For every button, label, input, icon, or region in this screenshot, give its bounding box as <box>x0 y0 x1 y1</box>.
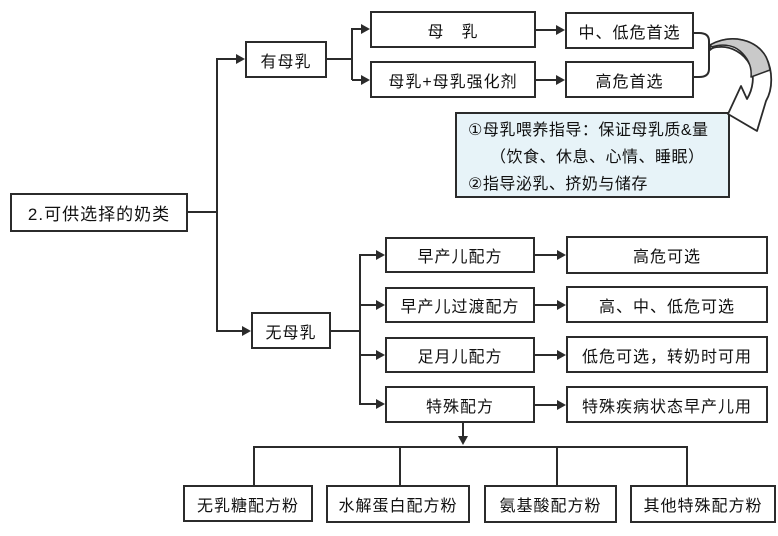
connector-special-down <box>462 423 464 437</box>
arrowhead-preterm-transition-icon <box>376 300 385 310</box>
connector-to-no-milk <box>217 330 242 332</box>
arrowhead-has-milk-icon <box>236 54 245 64</box>
connector-to-special <box>359 403 377 405</box>
connector-drop-hydrolyzed <box>399 446 401 485</box>
arrowhead-down-icon <box>458 436 468 445</box>
arrowhead-high-first-icon <box>556 75 565 85</box>
special-formula-box: 特殊配方 <box>385 386 535 423</box>
connector-fanout-bar <box>253 446 688 448</box>
high-risk-optional-box: 高危可选 <box>566 236 768 274</box>
arrowhead-all-risk-icon <box>557 300 566 310</box>
curved-arrow-band <box>709 38 771 78</box>
arrowhead-special-icon <box>376 399 385 409</box>
term-formula-box: 足月儿配方 <box>385 337 535 373</box>
connector-drop-amino-acid <box>556 446 558 485</box>
connector-breastmilk-result <box>536 29 557 31</box>
note-line-3: ②指导泌乳、挤奶与储存 <box>468 176 648 193</box>
bracket-shape <box>694 32 710 78</box>
connector-branch-trunk <box>216 58 218 332</box>
arrowhead-special-disease-icon <box>557 400 566 410</box>
connector-to-term <box>359 354 377 356</box>
note-line-1: ①母乳喂养指导：保证母乳质&量 <box>468 122 709 139</box>
connector-preterm-transition-result <box>535 304 558 306</box>
connector-special-result <box>535 404 558 406</box>
note-line-2: （饮食、休息、心情、睡眠） <box>490 149 705 166</box>
connector-no-milk-out <box>331 330 360 332</box>
root-box: 2.可供选择的奶类 <box>10 193 188 232</box>
connector-drop-other-special <box>686 446 688 485</box>
all-risk-optional-box: 高、中、低危可选 <box>566 286 768 323</box>
preterm-transition-formula-box: 早产儿过渡配方 <box>385 287 535 323</box>
curved-arrow-icon <box>694 32 773 132</box>
connector-term-result <box>535 354 558 356</box>
arrowhead-high-optional-icon <box>557 250 566 260</box>
lactose-free-formula-box: 无乳糖配方粉 <box>183 485 313 522</box>
mid-low-risk-first-choice-box: 中、低危首选 <box>565 12 694 49</box>
no-breastmilk-box: 无母乳 <box>251 312 331 349</box>
amino-acid-formula-box: 氨基酸配方粉 <box>484 485 617 523</box>
arrowhead-mid-low-first-icon <box>556 25 565 35</box>
arrowhead-breastmilk-icon <box>361 24 370 34</box>
connector-root-out <box>188 211 217 213</box>
arrowhead-fortifier-icon <box>361 75 370 85</box>
preterm-formula-box: 早产儿配方 <box>385 237 535 273</box>
connector-to-breastmilk <box>352 28 362 30</box>
connector-to-preterm <box>359 254 377 256</box>
breastmilk-fortifier-box: 母乳+母乳强化剂 <box>370 61 536 98</box>
arrowhead-preterm-icon <box>376 250 385 260</box>
arrowhead-term-icon <box>376 350 385 360</box>
connector-preterm-result <box>535 254 558 256</box>
breastmilk-box: 母 乳 <box>370 11 536 48</box>
connector-to-has-milk <box>217 58 237 60</box>
connector-to-fortifier <box>352 79 362 81</box>
connector-drop-lactose-free <box>253 446 255 485</box>
arrowhead-low-risk-icon <box>557 350 566 360</box>
connector-has-milk-trunk <box>351 28 353 80</box>
connector-fortifier-result <box>536 79 557 81</box>
arrowhead-no-milk-icon <box>242 326 251 336</box>
high-risk-first-choice-box: 高危首选 <box>565 61 694 98</box>
other-special-formula-box: 其他特殊配方粉 <box>630 485 776 523</box>
low-risk-transition-box: 低危可选，转奶时可用 <box>566 336 768 373</box>
connector-no-milk-trunk <box>359 254 361 405</box>
has-breastmilk-box: 有母乳 <box>245 41 327 78</box>
connector-to-preterm-transition <box>359 304 377 306</box>
special-disease-preterm-box: 特殊疾病状态早产儿用 <box>566 386 768 423</box>
connector-has-milk-out <box>327 58 352 60</box>
hydrolyzed-protein-formula-box: 水解蛋白配方粉 <box>326 485 470 523</box>
breastfeeding-guidance-note: ①母乳喂养指导：保证母乳质&量 （饮食、休息、心情、睡眠） ②指导泌乳、挤奶与储… <box>455 112 730 198</box>
